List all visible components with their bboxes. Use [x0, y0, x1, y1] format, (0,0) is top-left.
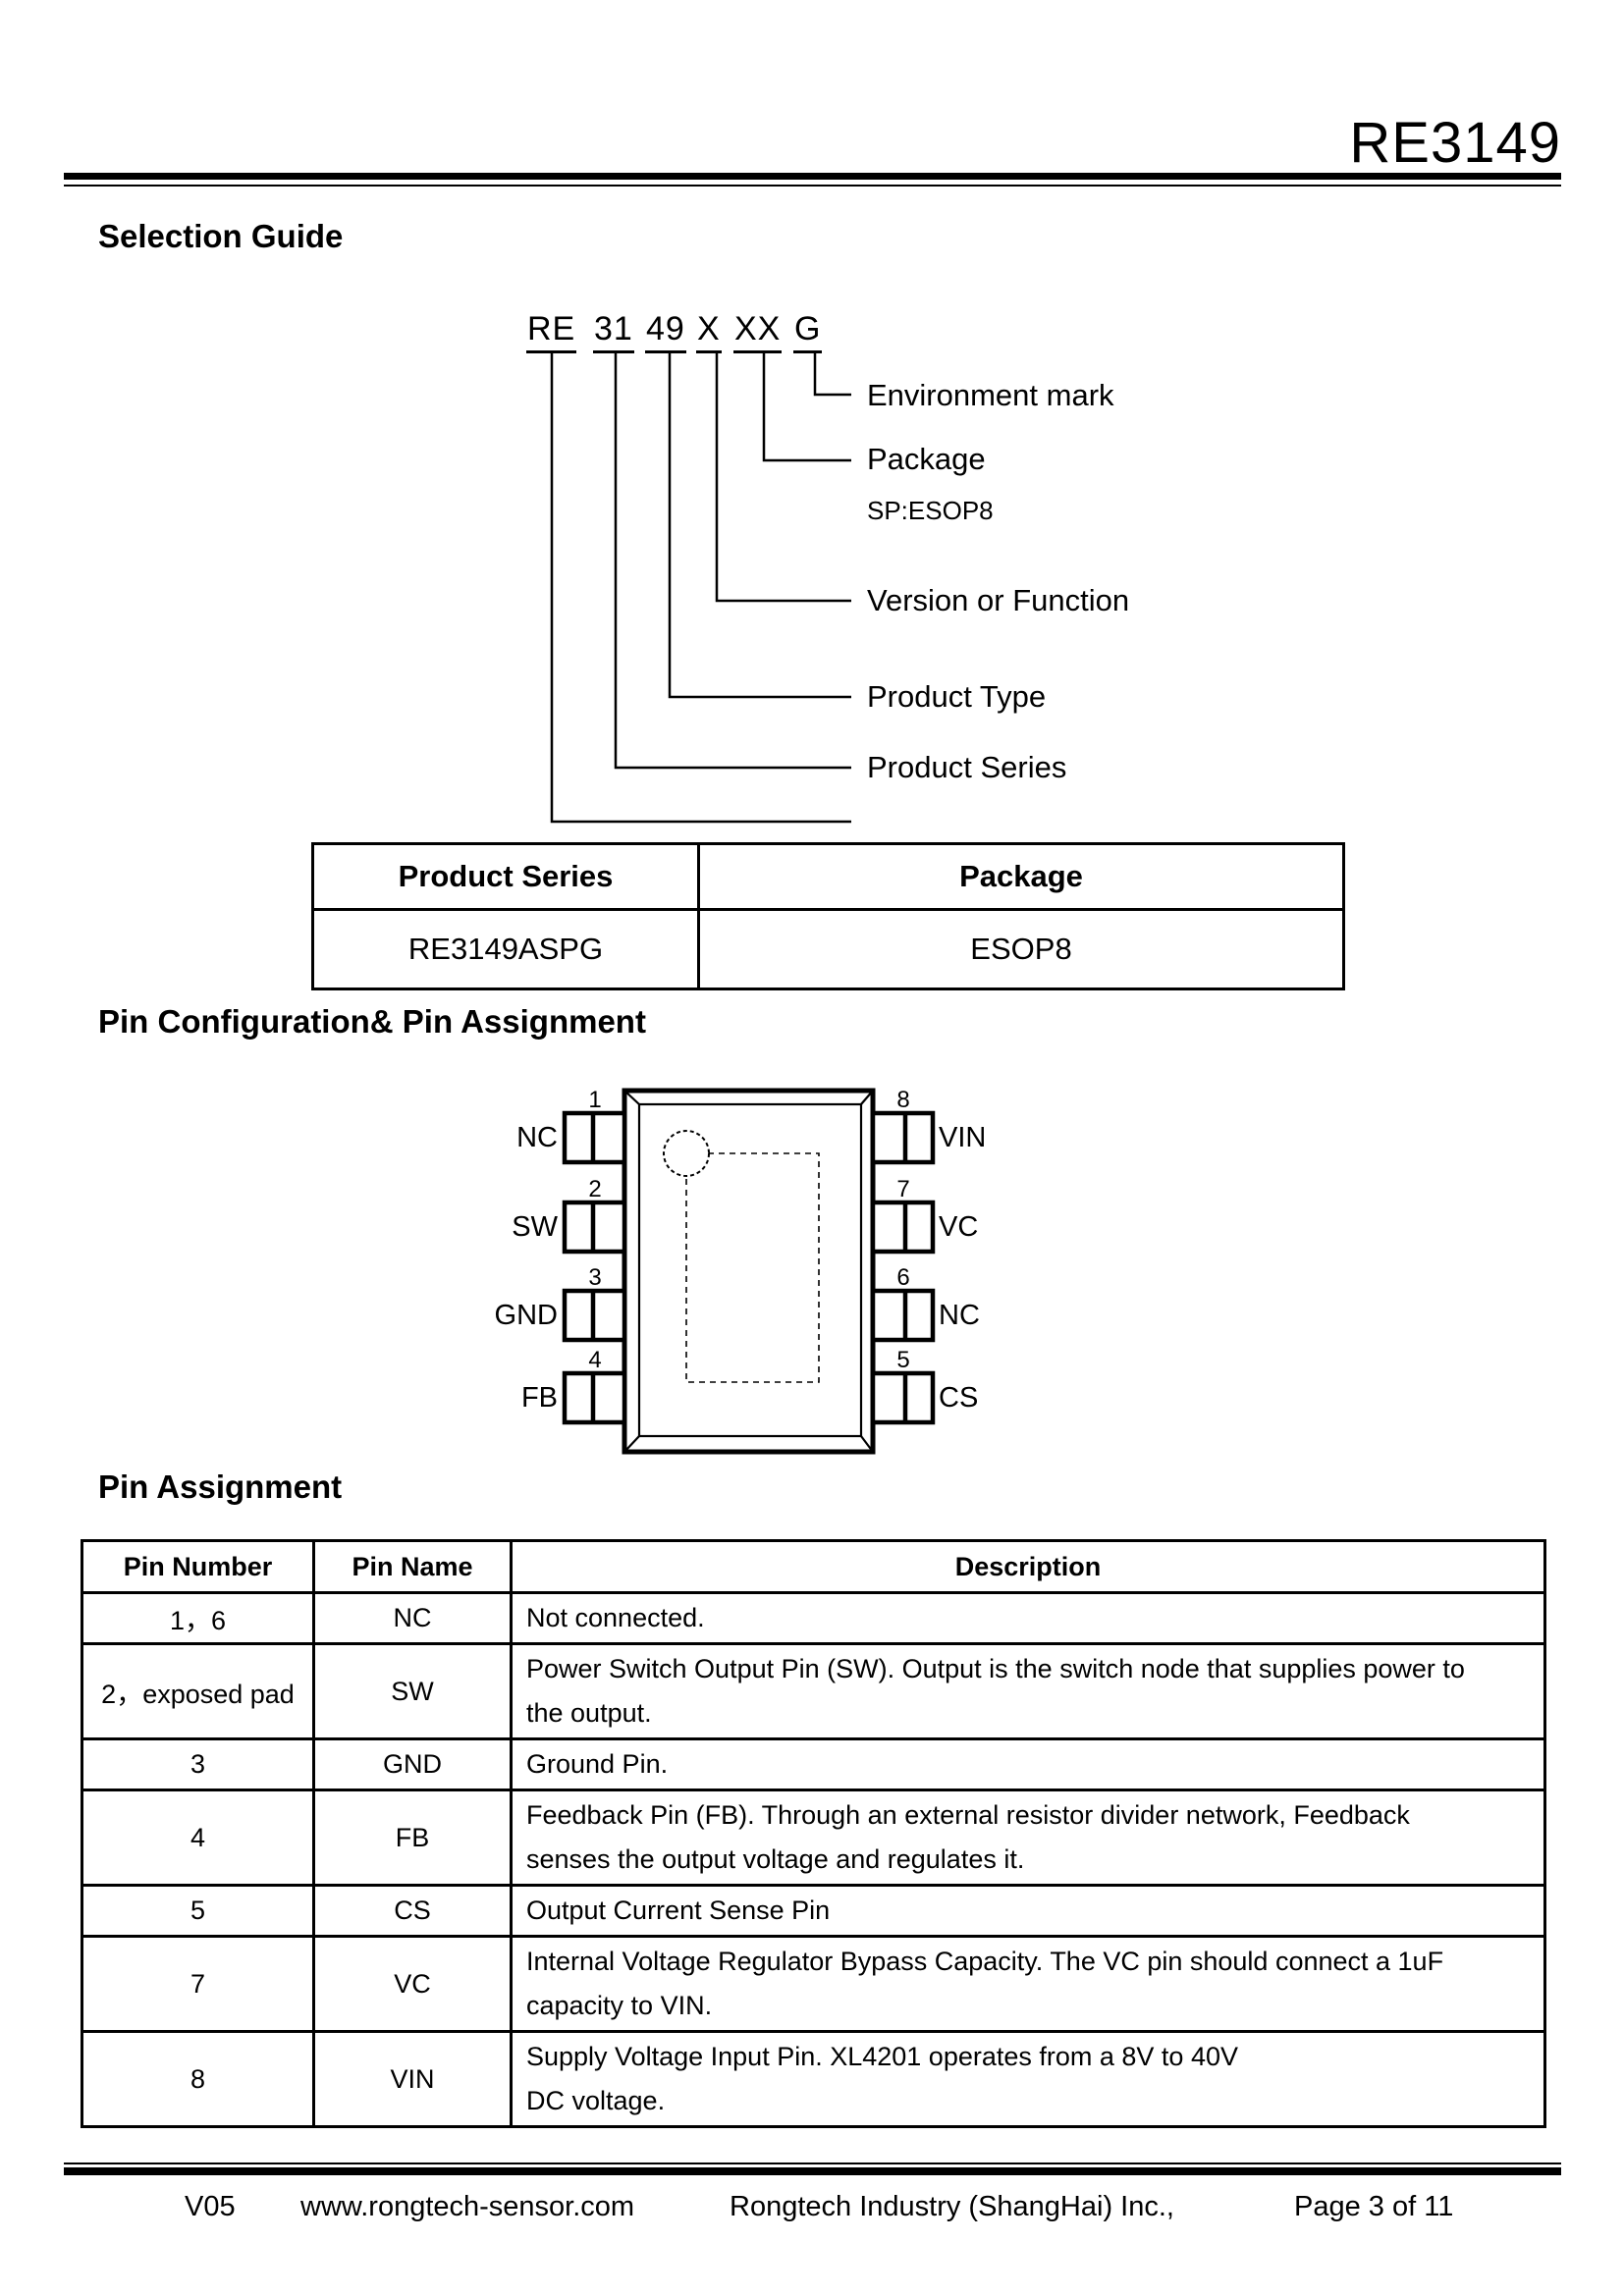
pin-number-7: 7 [896, 1176, 909, 1202]
pin-label-gnd: GND [494, 1300, 558, 1331]
part-code-segment-31: 31 [593, 310, 634, 353]
pin-description-cell: Supply Voltage Input Pin. XL4201 operate… [510, 2030, 1546, 2128]
pin-number-6: 6 [896, 1264, 909, 1291]
pin-label-vc: VC [939, 1211, 979, 1243]
pin-label-nc-6: NC [939, 1300, 980, 1331]
selection-col-product-series: Product Series [311, 842, 700, 911]
footer-rule-thick [64, 2167, 1561, 2175]
pin-number-cell: 1，6 [81, 1591, 315, 1645]
part-code-segment-g: G [793, 310, 823, 353]
esop8-package-drawing: 1 2 3 4 8 7 6 5 [562, 1087, 936, 1455]
pin-name-cell: GND [312, 1737, 513, 1791]
label-version-or-function: Version or Function [867, 583, 1130, 617]
pin-configuration-heading: Pin Configuration& Pin Assignment [98, 1003, 646, 1040]
label-package-note: SP:ESOP8 [867, 496, 994, 525]
pin-table-row-fb: 4 FB Feedback Pin (FB). Through an exter… [81, 1789, 1546, 1887]
label-environment-mark: Environment mark [867, 378, 1114, 412]
pin-description-cell: Power Switch Output Pin (SW). Output is … [510, 1642, 1546, 1740]
pin-label-nc-1: NC [516, 1122, 558, 1153]
pin-numbers: 1 2 3 4 8 7 6 5 [588, 1087, 909, 1373]
header-rule-thin [64, 185, 1561, 187]
pin-assignment-heading: Pin Assignment [98, 1468, 343, 1505]
pin-description-cell: Not connected. [510, 1591, 1546, 1645]
footer-page-number: Page 3 of 11 [1294, 2191, 1454, 2222]
pin-diagram: 1 2 3 4 8 7 6 5 NC SW GND FB VIN VC NC C… [481, 1075, 1001, 1466]
pin-table-col-description: Description [510, 1539, 1546, 1594]
pin-table-row-cs: 5 CS Output Current Sense Pin [81, 1884, 1546, 1938]
pin-table-row-nc: 1，6 NC Not connected. [81, 1591, 1546, 1645]
pin-number-cell: 4 [81, 1789, 315, 1887]
pin-table-row-gnd: 3 GND Ground Pin. [81, 1737, 1546, 1791]
label-package: Package [867, 442, 986, 476]
pin-description-cell: Internal Voltage Regulator Bypass Capaci… [510, 1935, 1546, 2033]
pin-description-cell: Ground Pin. [510, 1737, 1546, 1791]
selection-table-header-row: Product Series Package [311, 842, 1345, 911]
pin-table-col-number: Pin Number [81, 1539, 315, 1594]
pin-number-8: 8 [896, 1087, 909, 1113]
pin-number-cell: 7 [81, 1935, 315, 2033]
pin-number-cell: 8 [81, 2030, 315, 2128]
part-code-segment-49: 49 [645, 310, 686, 353]
pin-name-cell: VC [312, 1935, 513, 2033]
ic-body-outline [622, 1088, 876, 1455]
pin-label-vin: VIN [939, 1122, 987, 1153]
footer-rule-thin [64, 2163, 1561, 2164]
footer-website: www.rongtech-sensor.com [300, 2191, 635, 2222]
pin-table-col-name: Pin Name [312, 1539, 513, 1594]
pin-label-fb: FB [520, 1382, 558, 1414]
pin-description-cell: Feedback Pin (FB). Through an external r… [510, 1789, 1546, 1887]
pin-name-cell: SW [312, 1642, 513, 1740]
pin-name-cell: FB [312, 1789, 513, 1887]
ic-body-bevel [623, 1090, 874, 1453]
footer-version: V05 [185, 2191, 236, 2222]
pin-number-1: 1 [588, 1087, 601, 1113]
pin-label-sw: SW [512, 1211, 558, 1243]
header-rule-thick [64, 173, 1561, 180]
pin-number-5: 5 [896, 1347, 909, 1373]
pin-name-cell: CS [312, 1884, 513, 1938]
pin-table-row-vin: 8 VIN Supply Voltage Input Pin. XL4201 o… [81, 2030, 1546, 2128]
pin-table-header-row: Pin Number Pin Name Description [81, 1539, 1546, 1594]
exposed-pad-outline [685, 1152, 820, 1383]
label-product-series: Product Series [867, 750, 1067, 784]
pin-number-cell: 2，exposed pad [81, 1642, 315, 1740]
pin-number-4: 4 [588, 1347, 601, 1373]
pin-number-cell: 3 [81, 1737, 315, 1791]
doc-part-number: RE3149 [1349, 111, 1561, 175]
pin1-marker-circle [663, 1130, 710, 1177]
part-code-segment-xx: XX [733, 310, 783, 353]
selection-cell-package: ESOP8 [697, 908, 1345, 990]
left-pin-boxes [562, 1110, 627, 1425]
part-code-segment-x: X [696, 310, 722, 353]
right-pin-boxes [870, 1110, 936, 1425]
part-code-segment-series: RE [526, 310, 577, 353]
selection-guide-heading: Selection Guide [98, 218, 344, 254]
pin-number-2: 2 [588, 1176, 601, 1202]
pin-table-row-vc: 7 VC Internal Voltage Regulator Bypass C… [81, 1935, 1546, 2033]
pin-number-3: 3 [588, 1264, 601, 1291]
footer-company: Rongtech Industry (ShangHai) Inc., [730, 2191, 1174, 2222]
pin-assignment-table: Pin Number Pin Name Description 1，6 NC N… [81, 1539, 1546, 2128]
pin-label-cs: CS [939, 1382, 979, 1414]
part-code-connector-lines [550, 351, 851, 824]
pin-name-cell: VIN [312, 2030, 513, 2128]
selection-table: Product Series Package RE3149ASPG ESOP8 [311, 842, 1345, 990]
selection-cell-series: RE3149ASPG [311, 908, 700, 990]
pin-name-cell: NC [312, 1591, 513, 1645]
selection-col-package: Package [697, 842, 1345, 911]
pin-table-row-sw: 2，exposed pad SW Power Switch Output Pin… [81, 1642, 1546, 1740]
selection-table-row: RE3149ASPG ESOP8 [311, 908, 1345, 990]
pin-description-cell: Output Current Sense Pin [510, 1884, 1546, 1938]
label-product-type: Product Type [867, 679, 1047, 714]
pin-number-cell: 5 [81, 1884, 315, 1938]
